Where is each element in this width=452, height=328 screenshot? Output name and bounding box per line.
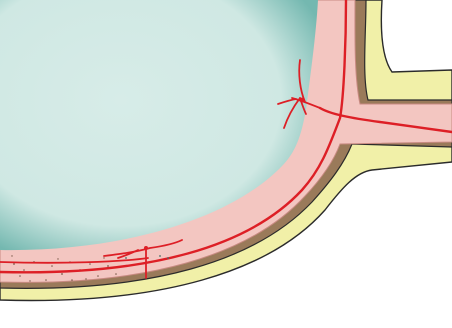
lower-vessel-knot — [144, 246, 148, 250]
optic-disc-vessel-knot — [300, 98, 305, 103]
